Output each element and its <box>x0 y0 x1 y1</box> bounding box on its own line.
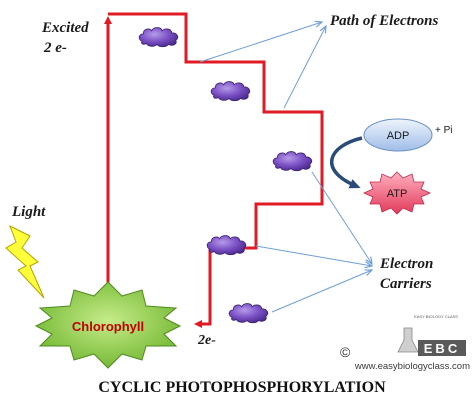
curved-arrow-icon <box>329 136 363 189</box>
logo-flask-icon <box>397 327 419 353</box>
electron-carrier-icon <box>228 303 269 324</box>
atp-starburst <box>363 171 431 215</box>
adp-label: ADP <box>387 130 410 142</box>
chlorophyll-starburst-icon <box>34 281 182 369</box>
electron-carrier-icon <box>138 27 179 48</box>
electron-carriers-label-line1: Electron <box>379 256 433 272</box>
copyright-symbol: © <box>340 344 351 360</box>
pointer-path-2 <box>283 26 326 109</box>
pointer-carrier-2 <box>255 245 372 266</box>
logo-tagline: EASY BIOLOGY CLASS <box>414 314 458 319</box>
atp-synthesis: ADP + Pi ATP <box>329 118 453 215</box>
atp-label: ATP <box>387 188 408 200</box>
electron-carriers <box>138 27 313 324</box>
ebc-logo-icon: EASY BIOLOGY CLASS EBC © www.easybiology… <box>340 314 470 372</box>
adp-bubble <box>363 118 433 152</box>
electron-carriers-label-line2: Carriers <box>380 276 432 292</box>
pointer-path-1 <box>199 22 322 63</box>
excited-label-line2: 2 e- <box>43 40 67 56</box>
logo-letters: EBC <box>424 341 460 356</box>
chlorophyll-label: Chlorophyll <box>72 319 144 334</box>
electron-carrier-icon <box>272 151 313 172</box>
electron-staircase-down <box>108 12 324 328</box>
electron-carrier-icon <box>206 235 247 256</box>
pointer-carrier-3 <box>271 270 372 313</box>
path-of-electrons-label: Path of Electrons <box>330 13 439 29</box>
diagram-title: CYCLIC PHOTOPHOSPHORYLATION <box>98 379 386 396</box>
logo-badge <box>418 340 466 356</box>
logo-website: www.easybiologyclass.com <box>354 361 470 372</box>
light-label: Light <box>11 204 46 220</box>
excited-label-line1: Excited <box>41 20 89 36</box>
pi-label: + Pi <box>435 125 453 136</box>
electron-carrier-icon <box>210 81 251 102</box>
return-electrons-label: 2e- <box>197 333 216 348</box>
pointer-carrier-1 <box>311 171 372 264</box>
pointer-lines <box>199 22 372 313</box>
electron-path <box>104 12 324 328</box>
lightning-icon <box>5 224 45 299</box>
